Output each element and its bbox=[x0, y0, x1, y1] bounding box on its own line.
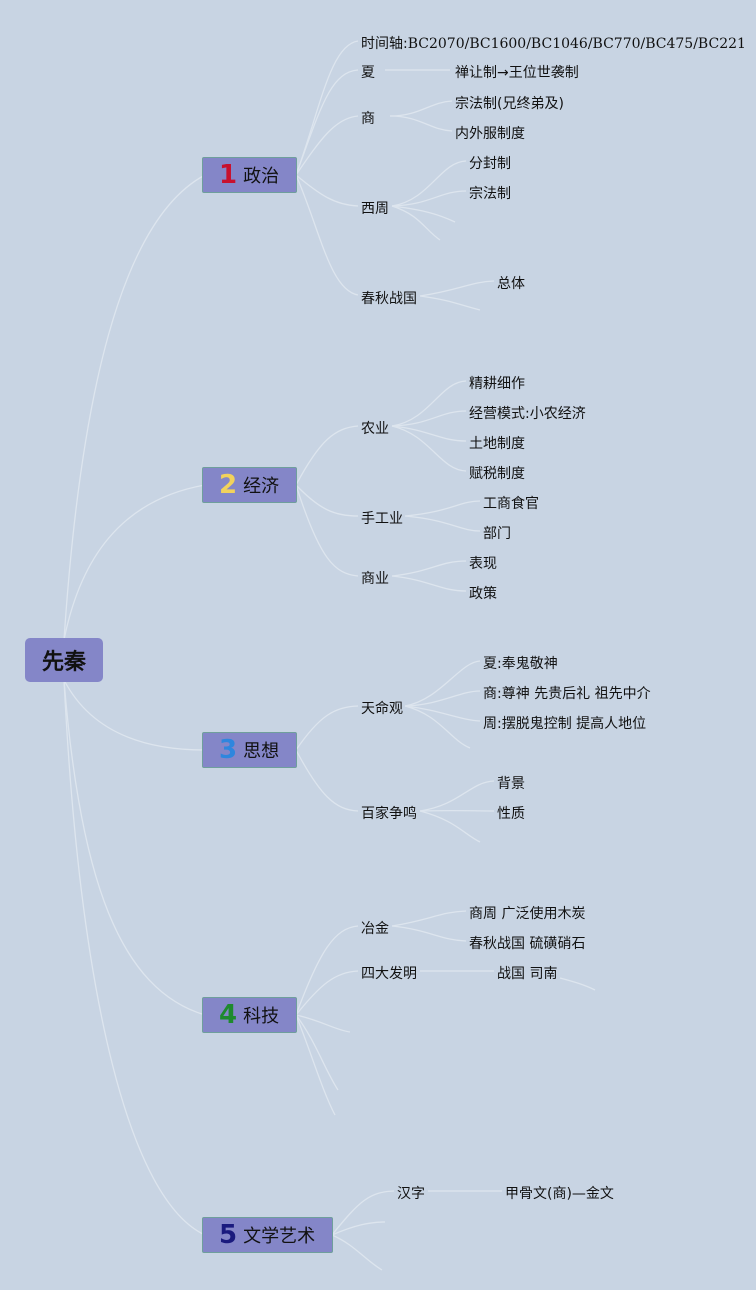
timeline-value: BC2070/BC1600/BC1046/BC770/BC475/BC221 bbox=[407, 36, 746, 52]
number-badge-5: 5 bbox=[219, 1220, 238, 1250]
node-hanzi-child[interactable]: 甲骨文(商)—金文 bbox=[505, 1186, 614, 1202]
number-badge-2: 2 bbox=[219, 470, 238, 500]
node-xizhou[interactable]: 西周 bbox=[361, 201, 389, 217]
node-metallurgy[interactable]: 冶金 bbox=[361, 921, 389, 937]
branch-thought[interactable]: 3 思想 bbox=[202, 732, 297, 768]
node-xia-child[interactable]: 禅让制→王位世袭制 bbox=[455, 65, 579, 81]
node-commerce-show[interactable]: 表现 bbox=[469, 556, 497, 572]
node-chunqiu[interactable]: 春秋战国 bbox=[361, 291, 417, 307]
node-timeline[interactable]: 时间轴:BC2070/BC1600/BC1046/BC770/BC475/BC2… bbox=[361, 33, 746, 53]
node-agri-mode[interactable]: 经营模式:小农经济 bbox=[469, 406, 586, 422]
branch-label: 文学艺术 bbox=[243, 1226, 316, 1247]
node-agri-land[interactable]: 土地制度 bbox=[469, 436, 525, 452]
node-tianming-zhou[interactable]: 周:摆脱鬼控制 提高人地位 bbox=[483, 716, 647, 732]
node-shang[interactable]: 商 bbox=[361, 111, 375, 127]
branch-label: 科技 bbox=[243, 1006, 280, 1027]
node-craft-official[interactable]: 工商食官 bbox=[483, 496, 539, 512]
node-chunqiu-zongti[interactable]: 总体 bbox=[497, 276, 525, 292]
node-inventions-compass[interactable]: 战国 司南 bbox=[497, 966, 558, 982]
branch-label: 政治 bbox=[243, 166, 280, 187]
node-craft-dept[interactable]: 部门 bbox=[483, 526, 511, 542]
node-inventions[interactable]: 四大发明 bbox=[361, 966, 417, 982]
root-node[interactable]: 先秦 bbox=[25, 638, 103, 682]
node-hanzi[interactable]: 汉字 bbox=[397, 1186, 425, 1202]
node-commerce[interactable]: 商业 bbox=[361, 571, 389, 587]
node-handicraft[interactable]: 手工业 bbox=[361, 511, 403, 527]
branch-tech[interactable]: 4 科技 bbox=[202, 997, 297, 1033]
node-metal-shangzhou[interactable]: 商周 广泛使用木炭 bbox=[469, 906, 586, 922]
node-agriculture[interactable]: 农业 bbox=[361, 421, 389, 437]
timeline-prefix: 时间轴: bbox=[361, 36, 408, 52]
number-badge-4: 4 bbox=[219, 1000, 238, 1030]
node-tianming-xia[interactable]: 夏:奉鬼敬神 bbox=[483, 656, 558, 672]
number-badge-3: 3 bbox=[219, 735, 238, 765]
node-baijia[interactable]: 百家争鸣 bbox=[361, 806, 417, 822]
node-shang-zongfa[interactable]: 宗法制(兄终弟及) bbox=[455, 96, 564, 112]
node-agri-tax[interactable]: 赋税制度 bbox=[469, 466, 525, 482]
node-xia[interactable]: 夏 bbox=[361, 65, 375, 81]
branch-label: 经济 bbox=[243, 476, 280, 497]
node-metal-chunqiu[interactable]: 春秋战国 硫磺硝石 bbox=[469, 936, 586, 952]
branch-economy[interactable]: 2 经济 bbox=[202, 467, 297, 503]
node-commerce-policy[interactable]: 政策 bbox=[469, 586, 497, 602]
node-tianming[interactable]: 天命观 bbox=[361, 701, 403, 717]
node-xizhou-fenfeng[interactable]: 分封制 bbox=[469, 156, 511, 172]
node-xizhou-zongfa[interactable]: 宗法制 bbox=[469, 186, 511, 202]
node-baijia-nature[interactable]: 性质 bbox=[497, 806, 525, 822]
node-agri-jinggeng[interactable]: 精耕细作 bbox=[469, 376, 525, 392]
branch-literature[interactable]: 5 文学艺术 bbox=[202, 1217, 333, 1253]
node-tianming-shang[interactable]: 商:尊神 先贵后礼 祖先中介 bbox=[483, 686, 651, 702]
branch-label: 思想 bbox=[243, 741, 280, 762]
node-shang-neiwaifu[interactable]: 内外服制度 bbox=[455, 126, 525, 142]
node-baijia-background[interactable]: 背景 bbox=[497, 776, 525, 792]
branch-politics[interactable]: 1 政治 bbox=[202, 157, 297, 193]
number-badge-1: 1 bbox=[219, 160, 238, 190]
